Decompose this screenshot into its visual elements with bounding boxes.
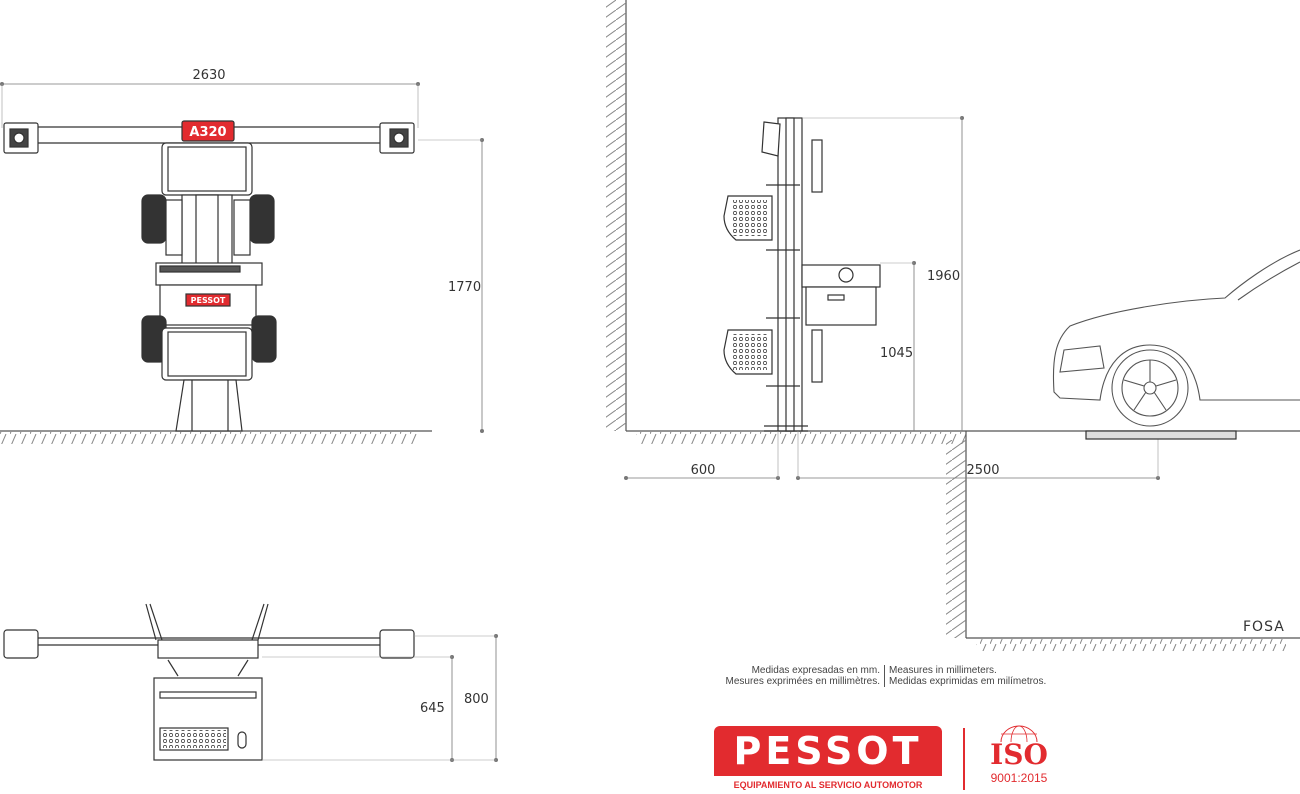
- brand-logo: PESSOT EQUIPAMIENTO AL SERVICIO AUTOMOTO…: [714, 726, 942, 794]
- note-pt: Medidas exprimidas em milímetros.: [889, 676, 1047, 687]
- brand-tagline: EQUIPAMIENTO AL SERVICIO AUTOMOTOR: [733, 780, 923, 790]
- iso-badge: ISO 9001:2015: [984, 724, 1054, 792]
- dim-top-height-a: 645: [420, 701, 445, 716]
- note-fr: Mesures exprimées en millimètres.: [640, 676, 885, 687]
- globe-icon: [1000, 725, 1038, 742]
- front-view: [0, 82, 484, 444]
- logo-divider: [963, 728, 965, 790]
- dim-top-height-b: 800: [464, 692, 489, 707]
- brand-logo-wordmark: PESSOT: [714, 726, 942, 776]
- dim-side-height-table: 1045: [880, 346, 913, 361]
- iso-code: 9001:2015: [990, 771, 1048, 785]
- note-en: Measures in millimeters.: [889, 665, 997, 676]
- note-es: Medidas expresadas en mm.: [640, 665, 885, 676]
- iso-word: ISO: [990, 738, 1048, 771]
- car-outline: [1052, 249, 1300, 427]
- pit-label: FOSA: [1243, 619, 1285, 635]
- side-view: [606, 0, 1300, 651]
- dim-front-width: 2630: [192, 68, 225, 83]
- brand-plate: PESSOT: [191, 296, 226, 305]
- model-badge: A320: [189, 125, 226, 140]
- dim-side-distance: 2500: [966, 463, 999, 478]
- top-view: [3, 603, 498, 762]
- dim-side-depth: 600: [691, 463, 716, 478]
- dim-side-height-total: 1960: [927, 269, 960, 284]
- measurement-notes: Medidas expresadas en mm. Measures in mi…: [640, 665, 1060, 687]
- dim-front-height: 1770: [448, 280, 481, 295]
